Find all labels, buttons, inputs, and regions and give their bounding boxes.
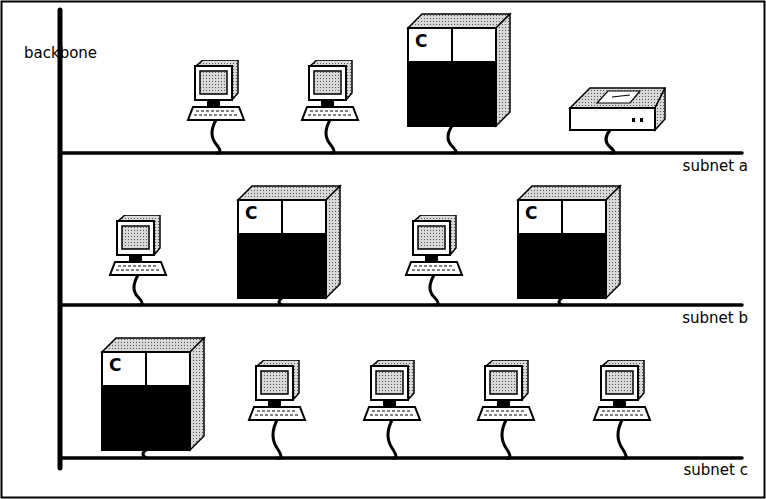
cable bbox=[212, 120, 220, 153]
backbone-line bbox=[58, 10, 63, 468]
server-label: C bbox=[415, 31, 427, 51]
printer bbox=[570, 88, 665, 130]
subnet-line bbox=[60, 151, 742, 155]
cable bbox=[273, 420, 281, 458]
subnet-label: subnet a bbox=[683, 157, 748, 175]
server-box: C bbox=[102, 352, 190, 450]
subnet-line bbox=[60, 303, 742, 307]
workstation bbox=[302, 60, 358, 120]
server-label: C bbox=[245, 203, 257, 223]
workstation bbox=[188, 60, 244, 120]
workstation bbox=[364, 360, 420, 420]
workstation bbox=[406, 215, 462, 275]
workstation bbox=[594, 360, 650, 420]
server-box: C bbox=[408, 28, 496, 126]
cable bbox=[388, 420, 396, 458]
device-cables bbox=[134, 120, 626, 458]
cable bbox=[326, 120, 334, 153]
server-box bbox=[518, 186, 620, 298]
cable bbox=[279, 298, 282, 305]
server-box: C bbox=[238, 200, 326, 298]
cable bbox=[430, 275, 438, 305]
cable bbox=[559, 298, 562, 305]
workstation bbox=[110, 215, 166, 275]
subnet-line bbox=[60, 456, 742, 460]
cable bbox=[502, 420, 510, 458]
subnet-label: subnet b bbox=[682, 309, 748, 327]
subnet-label: subnet c bbox=[684, 461, 748, 479]
cable bbox=[618, 420, 626, 458]
cable bbox=[606, 130, 614, 153]
server-box bbox=[408, 14, 510, 126]
cable bbox=[143, 450, 146, 458]
server-box bbox=[238, 186, 340, 298]
server-label: C bbox=[525, 203, 537, 223]
backbone-label: backbone bbox=[24, 44, 97, 62]
network-lines bbox=[60, 10, 742, 468]
workstation bbox=[478, 360, 534, 420]
server-box: C bbox=[518, 200, 606, 298]
workstation bbox=[249, 360, 305, 420]
server-box bbox=[102, 338, 204, 450]
cable bbox=[448, 126, 456, 153]
server-label: C bbox=[109, 355, 121, 375]
cable bbox=[134, 275, 142, 305]
